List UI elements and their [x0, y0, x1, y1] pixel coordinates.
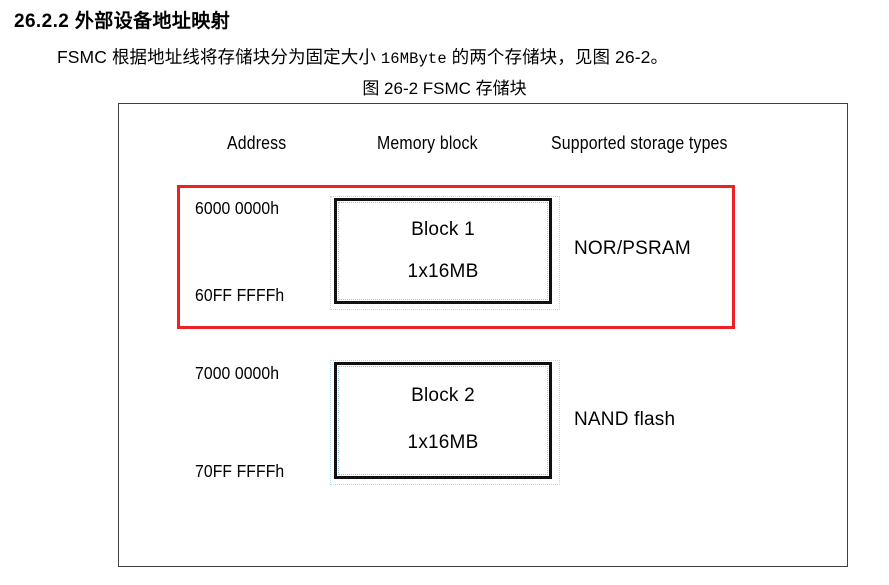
storage-type-block-1: NOR/PSRAM — [574, 238, 691, 259]
memory-block-2-name: Block 2 — [411, 384, 475, 406]
memory-block-2[interactable]: Block 2 1x16MB — [330, 360, 560, 485]
red-highlight-rectangle — [177, 185, 735, 329]
paragraph-size-value: 16MByte — [380, 50, 447, 68]
memory-block-1-name: Block 1 — [411, 219, 475, 240]
address-end-block-1: 60FF FFFFh — [195, 285, 285, 305]
figure-caption: 图 26-2 FSMC 存储块 — [362, 79, 527, 98]
paragraph-prefix: FSMC 根据地址线将存储块分为固定大小 — [57, 47, 381, 67]
storage-type-block-2: NAND flash — [574, 409, 676, 430]
paragraph-suffix: 的两个存储块，见图 26-2。 — [446, 47, 669, 67]
column-header-memory-block: Memory block — [377, 133, 478, 153]
address-start-block-1: 6000 0000h — [195, 198, 280, 218]
memory-block-1[interactable]: Block 1 1x16MB — [330, 196, 560, 310]
column-header-address: Address — [227, 133, 287, 153]
memory-block-1-size: 1x16MB — [407, 261, 479, 282]
address-end-block-2: 70FF FFFFh — [195, 461, 285, 481]
figure-column-headers: Address Memory block Supported storage t… — [119, 104, 847, 566]
section-heading: 26.2.2 外部设备地址映射 — [14, 11, 231, 32]
figure-frame: Address Memory block Supported storage t… — [118, 103, 848, 567]
memory-block-2-size: 1x16MB — [407, 431, 479, 453]
column-header-storage-types: Supported storage types — [551, 133, 728, 153]
section-paragraph: FSMC 根据地址线将存储块分为固定大小 16MByte 的两个存储块，见图 2… — [57, 44, 668, 69]
address-start-block-2: 7000 0000h — [195, 363, 280, 383]
